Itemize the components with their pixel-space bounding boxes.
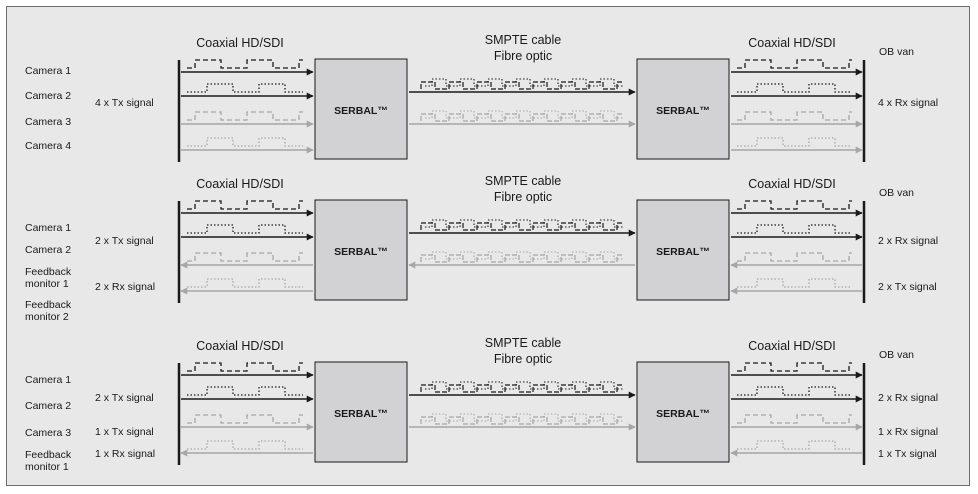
coax-label-right: Coaxial HD/SDI [748,36,836,50]
serbal-label-left: SERBAL™ [334,408,388,420]
coax-waveform [737,362,852,372]
coax-waveform [187,83,303,93]
coax-waveform [187,200,303,210]
source-label: Camera 1 [25,374,71,386]
coax-label-right: Coaxial HD/SDI [748,339,836,353]
ob-van-label: OB van [879,349,914,361]
source-label: Camera 4 [25,140,71,152]
fibre-optic-label: Fibre optic [494,49,552,63]
coax-waveform [187,386,303,396]
right-signal-count: 2 x Tx signal [878,281,937,293]
left-signal-count: 2 x Tx signal [95,392,154,404]
serbal-label-right: SERBAL™ [656,105,710,117]
fibre-optic-label: Fibre optic [494,190,552,204]
coax-waveform [737,440,852,450]
source-label: Feedback [25,266,72,278]
source-label: Camera 1 [25,222,71,234]
coax-waveform [737,83,852,93]
right-signal-count: 2 x Rx signal [878,392,938,404]
serbal-box-left [314,199,408,301]
right-signal-count: 2 x Rx signal [878,235,938,247]
fibre-waveform [425,78,623,87]
fibre-waveform [425,219,623,228]
smpte-cable-label: SMPTE cable [485,33,561,47]
serbal-box-left [314,58,408,160]
source-label: Feedback [25,449,72,461]
fibre-waveform [425,251,623,260]
coax-waveform [187,414,303,424]
coax-label-left: Coaxial HD/SDI [196,36,284,50]
fibre-waveform [425,110,623,119]
coax-waveform [187,137,303,147]
fibre-optic-label: Fibre optic [494,352,552,366]
fibre-waveform [425,381,623,390]
coax-waveform [187,440,303,450]
left-signal-count: 4 x Tx signal [95,97,154,109]
coax-label-left: Coaxial HD/SDI [196,339,284,353]
ob-van-label: OB van [879,187,914,199]
source-label: Feedback [25,299,72,311]
serbal-label-right: SERBAL™ [656,408,710,420]
fibre-waveform [420,222,623,231]
coax-waveform [187,59,303,69]
coax-waveform [737,137,852,147]
left-signal-count: 1 x Rx signal [95,448,155,460]
left-signal-count: 2 x Tx signal [95,235,154,247]
right-signal-count: 4 x Rx signal [878,97,938,109]
coax-waveform [187,111,303,121]
source-label: Camera 2 [25,244,71,256]
coax-waveform [737,386,852,396]
coax-waveform [737,111,852,121]
source-label: monitor 2 [25,311,69,323]
serbal-box-right [636,199,730,301]
coax-waveform [737,414,852,424]
coax-waveform [187,362,303,372]
fibre-waveform [425,413,623,422]
coax-label-left: Coaxial HD/SDI [196,177,284,191]
source-label: Camera 2 [25,90,71,102]
right-signal-count: 1 x Rx signal [878,426,938,438]
source-label: monitor 1 [25,278,69,290]
coax-waveform [737,59,852,69]
source-label: Camera 2 [25,400,71,412]
left-signal-count: 2 x Rx signal [95,281,155,293]
coax-waveform [187,252,303,262]
panel-1: Coaxial HD/SDI Coaxial HD/SDI SMPTE cableF… [25,33,938,162]
fibre-waveform [420,81,623,90]
serbal-box-right [636,361,730,463]
source-label: Camera 1 [25,65,71,77]
ob-van-label: OB van [879,46,914,58]
coax-waveform [187,278,303,288]
serbal-box-right [636,58,730,160]
source-label: Camera 3 [25,427,71,439]
source-label: Camera 3 [25,116,71,128]
fibre-waveform [420,384,623,393]
smpte-cable-label: SMPTE cable [485,174,561,188]
fibre-waveform [420,113,623,122]
serbal-label-right: SERBAL™ [656,246,710,258]
panel-2: Coaxial HD/SDI Coaxial HD/SDI SMPTE cableF… [25,174,938,323]
serbal-label-left: SERBAL™ [334,105,388,117]
source-label: monitor 1 [25,461,69,473]
panel-3: Coaxial HD/SDI Coaxial HD/SDI SMPTE cableF… [25,336,938,473]
coax-waveform [737,252,852,262]
smpte-cable-label: SMPTE cable [485,336,561,350]
fibre-waveform [420,254,623,263]
left-signal-count: 1 x Tx signal [95,426,154,438]
coax-label-right: Coaxial HD/SDI [748,177,836,191]
right-signal-count: 1 x Tx signal [878,448,937,460]
coax-waveform [737,200,852,210]
serbal-label-left: SERBAL™ [334,246,388,258]
coax-waveform [737,278,852,288]
coax-waveform [737,224,852,234]
serbal-box-left [314,361,408,463]
coax-waveform [187,224,303,234]
fibre-waveform [420,416,623,425]
